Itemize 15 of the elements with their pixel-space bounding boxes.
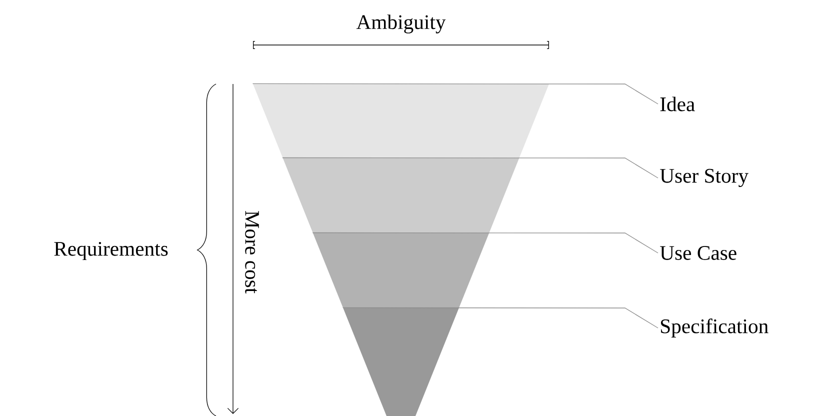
stage-label: Specification — [660, 318, 768, 338]
dimension-label: Ambiguity — [356, 14, 446, 34]
leader-line — [342, 307, 658, 328]
funnel-band — [253, 84, 549, 158]
leader-line — [252, 83, 658, 104]
stage-label: Use Case — [660, 246, 736, 260]
brace-label: Requirements — [54, 242, 168, 260]
stage-label: Idea — [660, 96, 695, 112]
leader-line — [282, 157, 658, 178]
direction-label: More cost — [245, 210, 259, 294]
leader-line — [312, 232, 658, 254]
funnel-band — [312, 233, 490, 308]
stage-label: User Story — [660, 168, 748, 188]
funnel-band — [282, 158, 520, 233]
funnel-tip — [343, 308, 459, 416]
